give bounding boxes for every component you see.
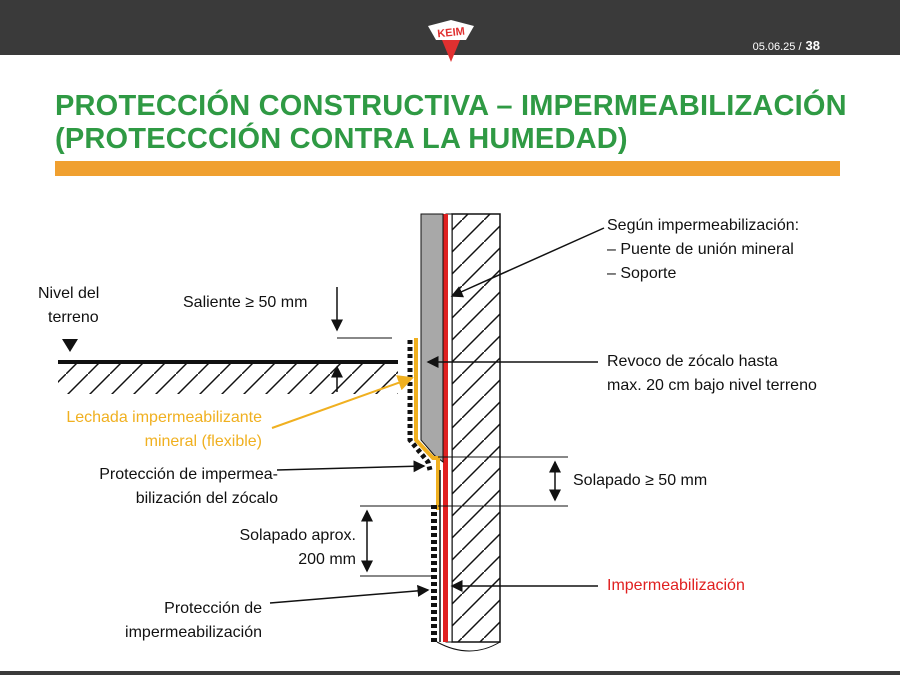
- label-solapado-50: Solapado ≥ 50 mm: [573, 472, 708, 489]
- svg-text:KEIM: KEIM: [437, 26, 466, 41]
- label-prot-zocalo-line1: Protección de impermea-: [99, 466, 278, 483]
- label-lechada: Lechada impermeabilizante mineral (flexi…: [66, 406, 262, 454]
- label-prot-imp-line1: Protección de: [164, 600, 262, 617]
- label-revoco-line2: max. 20 cm bajo nivel terreno: [607, 377, 817, 394]
- title-underline-bar: [55, 161, 840, 176]
- label-impermeabilizacion: Impermeabilización: [607, 577, 745, 594]
- label-segun-heading: Según impermeabilización:: [607, 217, 800, 234]
- label-nivel-line1: Nivel del: [38, 285, 100, 302]
- waterproofing-layer: [443, 214, 448, 642]
- label-saliente: Saliente ≥ 50 mm: [183, 294, 308, 311]
- label-nivel-terreno: Nivel del terreno: [38, 282, 99, 330]
- page-title: PROTECCIÓN CONSTRUCTIVA – IMPERMEABILIZA…: [55, 90, 855, 156]
- label-revoco: Revoco de zócalo hasta max. 20 cm bajo n…: [607, 350, 817, 398]
- title-line-2: (PROTECCCIÓN CONTRA LA HUMEDAD): [55, 123, 628, 155]
- label-segun-item1: – Puente de unión mineral: [607, 241, 794, 258]
- label-revoco-line1: Revoco de zócalo hasta: [607, 353, 778, 370]
- label-segun-item2: – Soporte: [607, 265, 677, 282]
- keim-logo: KEIM: [428, 20, 474, 62]
- label-nivel-line2: terreno: [48, 309, 99, 326]
- label-prot-zocalo-line2: bilización del zócalo: [135, 490, 278, 507]
- bottom-line: [0, 671, 900, 675]
- title-line-1: PROTECCIÓN CONSTRUCTIVA – IMPERMEABILIZA…: [55, 90, 847, 122]
- label-proteccion-zocalo: Protección de impermea- bilización del z…: [99, 463, 278, 511]
- label-lechada-line1: Lechada impermeabilizante: [66, 409, 262, 426]
- plinth-render: [420, 213, 444, 464]
- slide-meta: 05.06.25 /38: [753, 38, 820, 53]
- slide-number: 38: [805, 38, 820, 53]
- lechada-layer: [414, 338, 440, 510]
- label-prot-imp-line2: impermeabilización: [125, 624, 262, 641]
- label-solapado-aprox: Solapado aprox. 200 mm: [239, 524, 356, 572]
- label-solapado-aprox-line1: Solapado aprox.: [239, 527, 356, 544]
- ground-level-icon: [62, 339, 78, 352]
- label-lechada-line2: mineral (flexible): [144, 433, 262, 450]
- label-solapado-aprox-line2: 200 mm: [298, 551, 356, 568]
- label-proteccion-impermeabilizacion: Protección de impermeabilización: [125, 597, 262, 645]
- label-segun-impermeabilizacion: Según impermeabilización: – Puente de un…: [607, 214, 799, 286]
- slide-date: 05.06.25 /: [752, 41, 802, 53]
